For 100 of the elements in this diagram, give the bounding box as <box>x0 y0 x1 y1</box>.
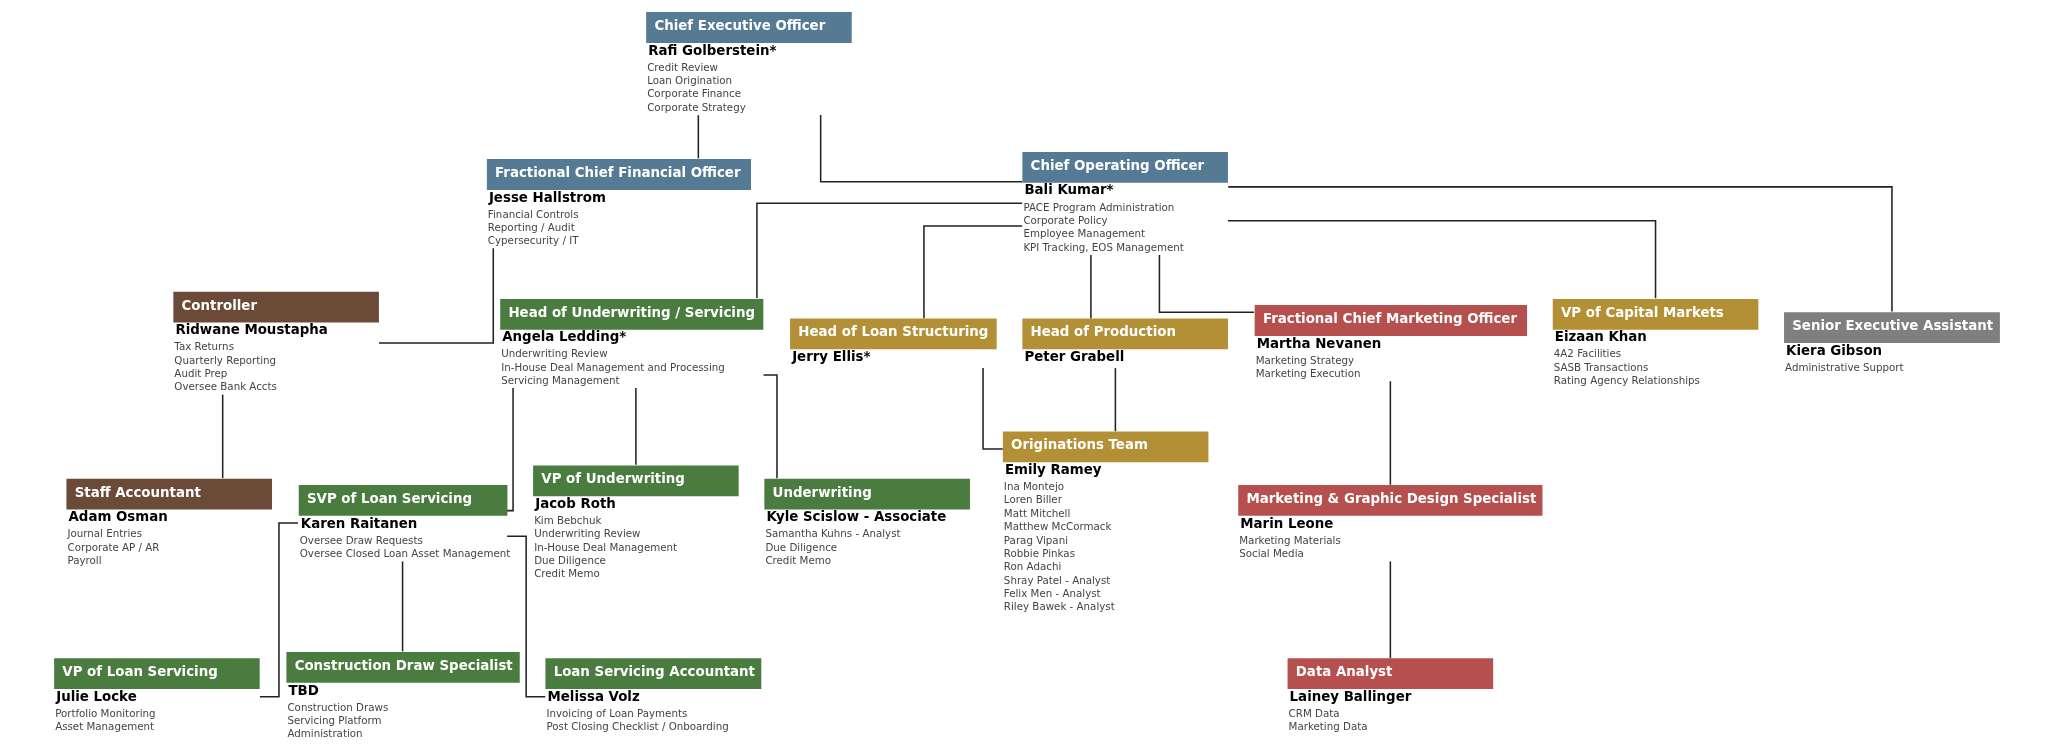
node-box: Head of Loan Structuring <box>789 318 997 350</box>
node-label: Credit Memo <box>533 567 600 580</box>
node-label: Jacob Roth <box>534 495 616 511</box>
node-label: Matt Mitchell <box>1003 506 1070 519</box>
node-label: Shray Patel - Analyst <box>1003 573 1110 586</box>
connector <box>1089 254 1092 319</box>
node-label: Corporate Finance <box>646 87 741 100</box>
connector <box>1226 186 1893 313</box>
node-label: Marketing Data <box>1288 720 1368 733</box>
connector <box>1226 220 1656 299</box>
node-label: Kim Bebchuk <box>533 514 601 526</box>
node-label: Administrative Support <box>1784 360 1904 373</box>
node-box: Controller <box>172 291 379 323</box>
node-box: Originations Team <box>1002 431 1208 463</box>
node-label: Robbie Pinkas <box>1003 546 1075 559</box>
node-label: Quarterly Reporting <box>173 353 276 366</box>
node-label: Rafi Golberstein* <box>647 42 776 58</box>
connector <box>505 387 514 512</box>
node-label: Invoicing of Loan Payments <box>545 706 687 719</box>
connector <box>377 247 494 344</box>
connector <box>634 387 637 466</box>
node-box: Head of Underwriting / Servicing <box>499 298 763 330</box>
node-label: Due Diligence <box>764 540 837 553</box>
node-label: Financial Controls <box>487 207 579 220</box>
node-label: CRM Data <box>1288 706 1340 719</box>
node-label: Kiera Gibson <box>1785 342 1882 358</box>
node-label: Cypersecurity / IT <box>487 234 578 247</box>
node-label: Loan Origination <box>646 74 732 87</box>
node-label: Martha Nevanen <box>1256 335 1381 351</box>
node-box: Fractional Chief Financial Officer <box>486 159 751 190</box>
node-box: VP of Underwriting <box>532 465 739 497</box>
node-label: Matthew McCormack <box>1003 520 1111 533</box>
connector <box>1114 367 1116 432</box>
node-box: Underwriting <box>763 478 970 510</box>
node-label: SASB Transactions <box>1553 360 1648 373</box>
node-label: Ina Montejo <box>1003 480 1064 493</box>
node-box: Data Analyst <box>1287 658 1493 689</box>
node-label: Post Closing Checklist / Onboarding <box>545 720 729 733</box>
node-box: Staff Accountant <box>65 478 272 510</box>
node-box: Chief Operating Officer <box>1021 151 1228 183</box>
connector <box>221 393 223 479</box>
connector <box>755 202 1023 299</box>
node-label: Employee Management <box>1022 227 1145 240</box>
node-box: Fractional Chief Marketing Officer <box>1254 305 1527 336</box>
node-label: Parag Vipani <box>1003 533 1068 546</box>
node-box: Construction Draw Specialist <box>285 651 520 683</box>
node-label: 4A2 Facilities <box>1553 347 1621 360</box>
node-label: Portfolio Monitoring <box>54 706 156 719</box>
node-label: Ridwane Moustapha <box>174 322 328 338</box>
node-label: Jesse Hallstrom <box>488 189 606 205</box>
node-label: TBD <box>287 682 319 698</box>
node-label: Corporate Strategy <box>646 100 746 113</box>
node-label: Tax Returns <box>173 340 234 353</box>
node-label: Underwriting Review <box>533 527 640 540</box>
node-label: Construction Draws <box>286 700 388 713</box>
node-box: VP of Loan Servicing <box>53 658 260 689</box>
node-label: Credit Memo <box>764 554 831 567</box>
node-label: Melissa Volz <box>546 688 640 704</box>
connector <box>922 225 1023 319</box>
node-label: Oversee Draw Requests <box>299 533 423 546</box>
node-label: Marketing Materials <box>1238 533 1341 546</box>
node-box: Marketing & Graphic Design Specialist <box>1237 484 1542 516</box>
node-label: Karen Raitanen <box>300 515 417 531</box>
node-label: Oversee Bank Accts <box>173 380 277 393</box>
node-label: Marketing Execution <box>1255 367 1361 380</box>
node-label: Eizaan Khan <box>1554 329 1647 345</box>
node-box: SVP of Loan Servicing <box>298 484 507 516</box>
node-label: Servicing Management <box>500 374 620 387</box>
node-box: Head of Production <box>1021 318 1228 350</box>
node-label: Reporting / Audit <box>487 221 575 234</box>
node-label: Jerry Ellis* <box>791 348 870 364</box>
connector <box>401 560 403 653</box>
node-label: Loren Biller <box>1003 493 1062 506</box>
node-label: Corporate AP / AR <box>66 540 159 553</box>
node-label: Payroll <box>66 554 102 567</box>
node-label: In-House Deal Management <box>533 540 677 553</box>
node-label: Asset Management <box>54 720 154 733</box>
node-box: VP of Capital Markets <box>1552 298 1758 330</box>
node-label: Administration <box>286 727 363 740</box>
node-label: Audit Prep <box>173 367 227 380</box>
connector <box>697 114 699 160</box>
node-label: PACE Program Administration <box>1022 200 1174 213</box>
connector <box>1389 560 1391 659</box>
connector <box>819 114 1023 183</box>
node-box: Loan Servicing Accountant <box>544 658 761 689</box>
node-label: Corporate Policy <box>1022 213 1108 226</box>
node-label: Journal Entries <box>66 527 142 540</box>
node-label: Oversee Closed Loan Asset Management <box>299 546 510 559</box>
node-label: Rating Agency Relationships <box>1553 374 1700 387</box>
node-label: Marin Leone <box>1239 515 1333 531</box>
connector <box>1158 254 1255 314</box>
node-label: Lainey Ballinger <box>1289 688 1411 704</box>
node-label: KPI Tracking, EOS Management <box>1022 240 1184 253</box>
node-label: Due Diligence <box>533 554 606 567</box>
node-box: Chief Executive Officer <box>645 12 852 43</box>
node-label: Felix Men - Analyst <box>1003 586 1101 599</box>
connector <box>981 367 1003 450</box>
node-label: In-House Deal Management and Processing <box>500 360 725 373</box>
node-label: Emily Ramey <box>1004 462 1101 478</box>
node-label: Kyle Scislow - Associate <box>765 509 946 525</box>
